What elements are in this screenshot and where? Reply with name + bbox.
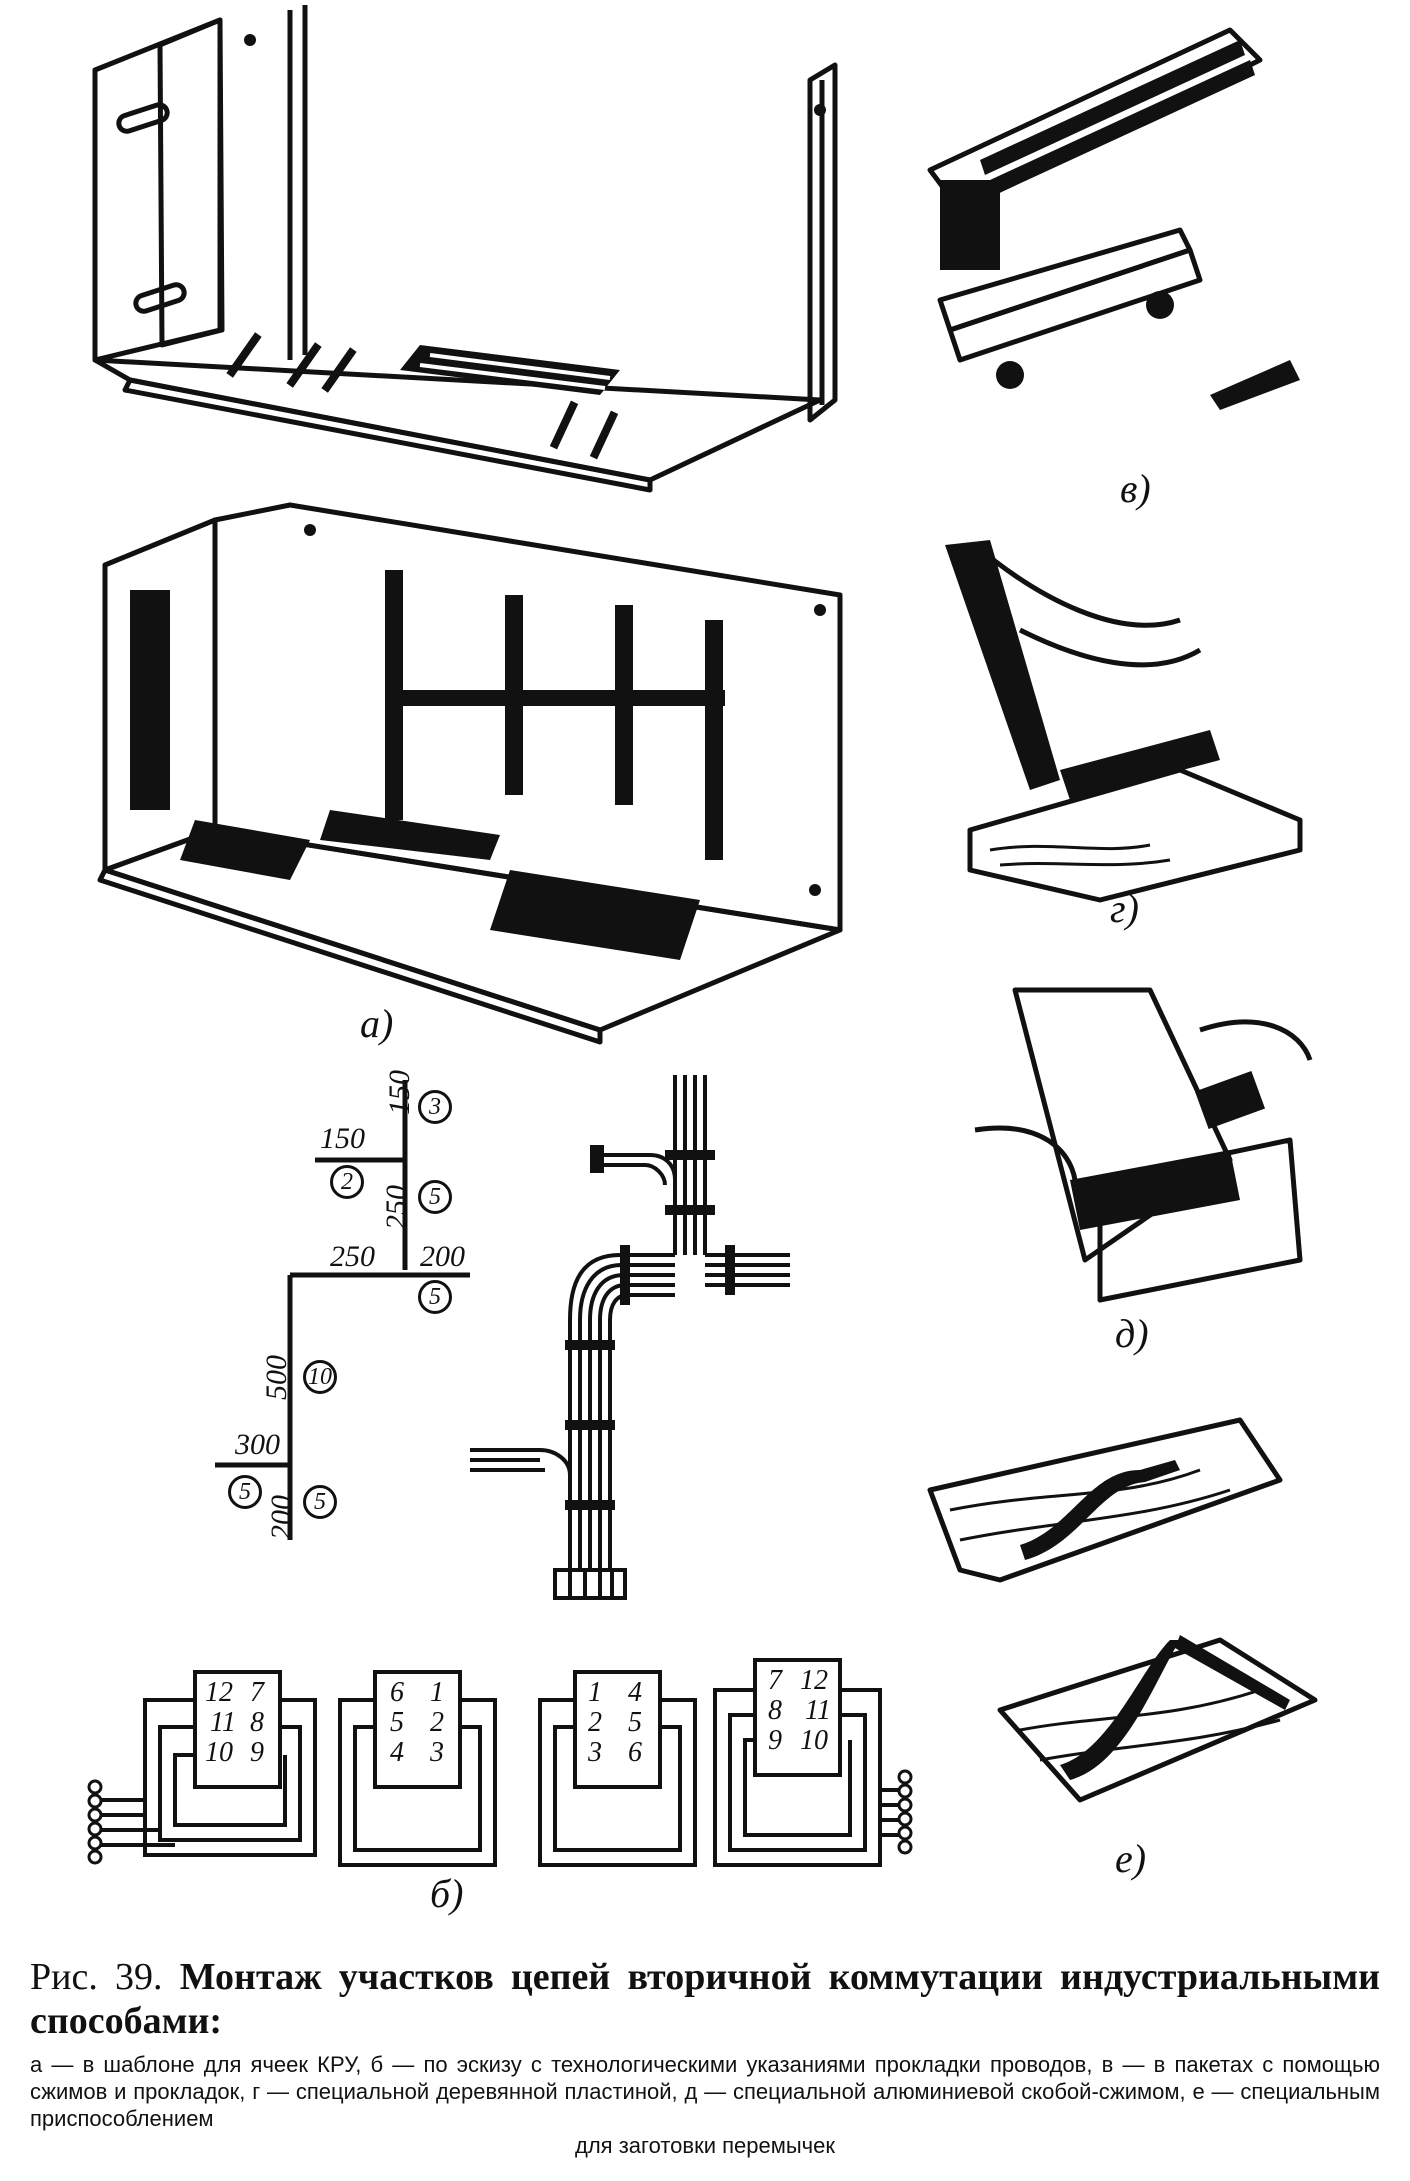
- bundle-count-lower-right: 5: [303, 1485, 337, 1519]
- panel-label-g: г): [1110, 886, 1139, 931]
- terminal-4-left-2: 8: [768, 1695, 782, 1726]
- dim-lower-branch: 300: [235, 1428, 280, 1461]
- terminal-2-left-2: 5: [390, 1707, 404, 1738]
- terminal-1-left-2: 11: [210, 1707, 236, 1738]
- terminal-3-right-1: 4: [628, 1677, 642, 1708]
- panel-label-v: в): [1120, 466, 1151, 511]
- caption-legend: а — в шаблоне для ячеек КРУ, б — по эски…: [30, 2051, 1380, 2159]
- terminal-3-right-3: 6: [628, 1737, 642, 1768]
- terminal-1-left-3: 10: [205, 1737, 233, 1768]
- terminal-3-right-2: 5: [628, 1707, 642, 1738]
- terminal-1-left-1: 12: [205, 1677, 233, 1708]
- terminal-3-left-3: 3: [588, 1737, 602, 1768]
- caption-number: Рис. 39.: [30, 1956, 163, 1998]
- bundle-count-long: 10: [303, 1360, 337, 1394]
- panel-label-d: д): [1115, 1311, 1149, 1356]
- terminal-4-right-1: 12: [800, 1665, 828, 1696]
- caption-title-text: Монтаж участков цепей вторичной коммутац…: [30, 1956, 1381, 2042]
- bundle-count-top: 3: [418, 1090, 452, 1124]
- panel-label-b: б): [430, 1871, 464, 1916]
- terminal-2-left-3: 4: [390, 1737, 404, 1768]
- dim-branch-left: 150: [320, 1122, 365, 1155]
- bundle-count-mid: 5: [418, 1180, 452, 1214]
- terminal-1-right-3: 9: [250, 1737, 264, 1768]
- terminal-2-right-1: 1: [430, 1677, 444, 1708]
- bundle-count-lower-left: 5: [228, 1475, 262, 1509]
- terminal-3-left-1: 1: [588, 1677, 602, 1708]
- terminal-2-right-2: 2: [430, 1707, 444, 1738]
- dim-horizontal-right: 200: [420, 1240, 465, 1273]
- panel-label-a: а): [360, 1001, 394, 1046]
- terminal-1-right-1: 7: [250, 1677, 264, 1708]
- caption-title: Рис. 39. Монтаж участков цепей вторичной…: [30, 1955, 1380, 2043]
- caption-legend-text: а — в шаблоне для ячеек КРУ, б — по эски…: [30, 2052, 1380, 2131]
- terminal-3-left-2: 2: [588, 1707, 602, 1738]
- terminal-1-right-2: 8: [250, 1707, 264, 1738]
- terminal-2-left-1: 6: [390, 1677, 404, 1708]
- terminal-4-right-3: 10: [800, 1725, 828, 1756]
- terminal-2-right-3: 3: [430, 1737, 444, 1768]
- bundle-count-junction: 5: [418, 1280, 452, 1314]
- dim-horizontal-left: 250: [330, 1240, 375, 1273]
- panel-label-e: е): [1115, 1836, 1147, 1881]
- bundle-count-branch: 2: [330, 1165, 364, 1199]
- terminal-4-right-2: 11: [805, 1695, 831, 1726]
- figure-caption: Рис. 39. Монтаж участков цепей вторичной…: [30, 1955, 1380, 2159]
- terminal-4-left-3: 9: [768, 1725, 782, 1756]
- caption-legend-end: для заготовки перемычек: [575, 2133, 835, 2158]
- terminal-4-left-1: 7: [768, 1665, 782, 1696]
